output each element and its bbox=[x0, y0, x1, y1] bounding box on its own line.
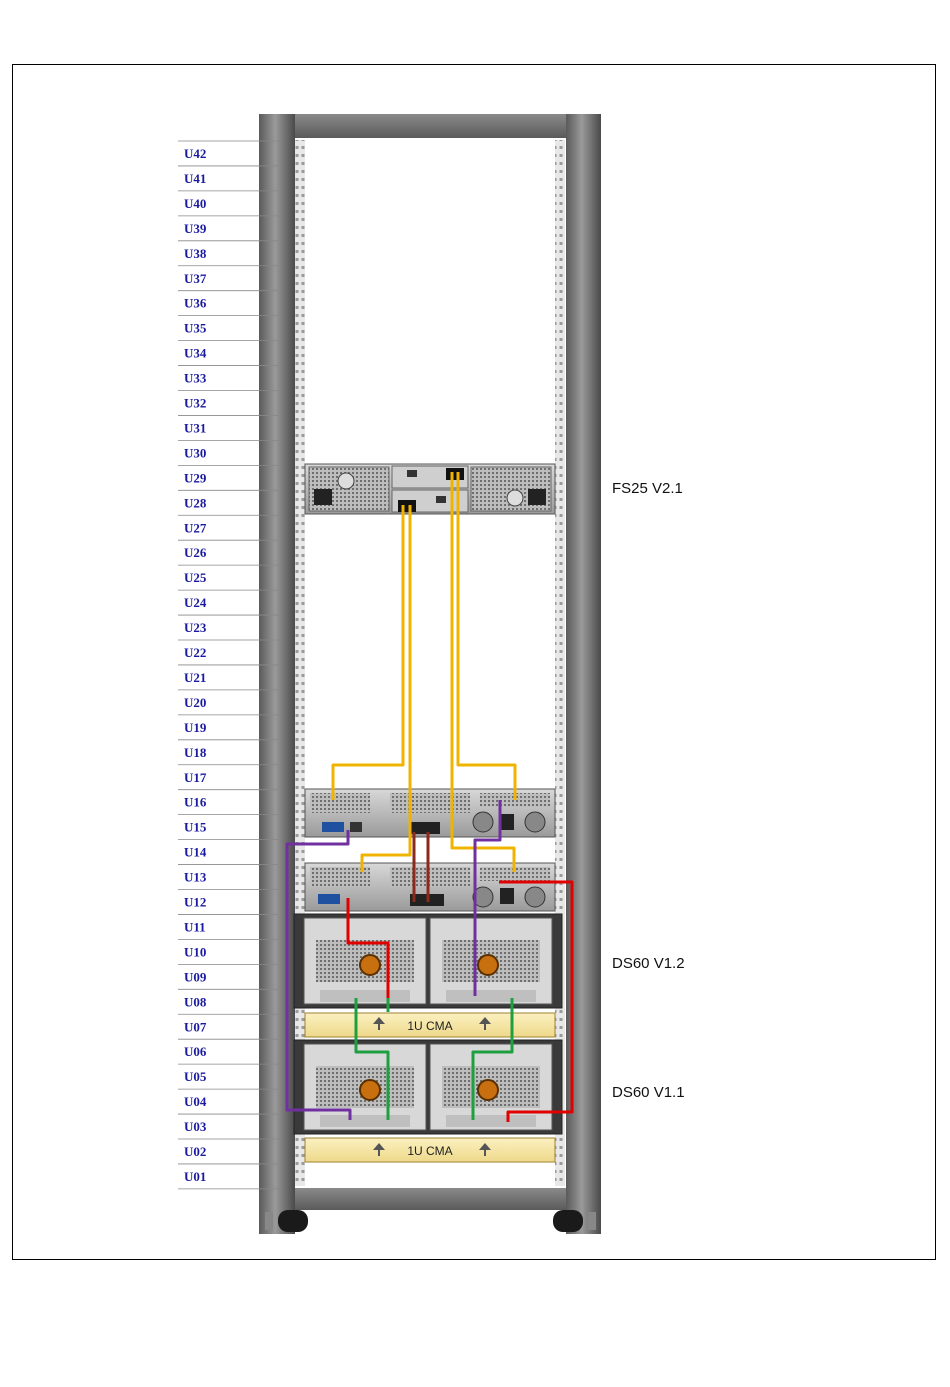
unit-label-u04: U04 bbox=[184, 1094, 207, 1109]
unit-label-u31: U31 bbox=[184, 420, 206, 435]
unit-label-u28: U28 bbox=[184, 495, 207, 510]
unit-label-u02: U02 bbox=[184, 1144, 206, 1159]
unit-label-u29: U29 bbox=[184, 470, 207, 485]
unit-label-u24: U24 bbox=[184, 595, 207, 610]
unit-label-u09: U09 bbox=[184, 969, 207, 984]
unit-label-u41: U41 bbox=[184, 171, 206, 186]
unit-label-u32: U32 bbox=[184, 396, 206, 411]
unit-label-u03: U03 bbox=[184, 1119, 207, 1134]
ds60-top-enclosure bbox=[294, 914, 562, 1008]
cma-upper-label: 1U CMA bbox=[407, 1019, 452, 1033]
unit-label-u19: U19 bbox=[184, 720, 207, 735]
unit-label-u39: U39 bbox=[184, 221, 207, 236]
rail-right bbox=[555, 140, 565, 1186]
cma-lower-label: 1U CMA bbox=[407, 1144, 452, 1158]
unit-label-u25: U25 bbox=[184, 570, 207, 585]
ds60-top-label: DS60 V1.2 bbox=[612, 955, 685, 972]
unit-label-u20: U20 bbox=[184, 695, 206, 710]
unit-label-u13: U13 bbox=[184, 870, 207, 885]
unit-label-u10: U10 bbox=[184, 944, 206, 959]
unit-label-u07: U07 bbox=[184, 1019, 207, 1034]
rail-left bbox=[295, 140, 305, 1186]
ds60-bottom-enclosure bbox=[294, 1040, 562, 1134]
unit-label-u05: U05 bbox=[184, 1069, 207, 1084]
server-upper bbox=[305, 789, 555, 837]
unit-label-u18: U18 bbox=[184, 745, 207, 760]
rack-foot-right bbox=[588, 1212, 596, 1230]
unit-label-u36: U36 bbox=[184, 296, 207, 311]
rack-foot-left bbox=[265, 1212, 273, 1230]
unit-label-u33: U33 bbox=[184, 371, 207, 386]
unit-label-u26: U26 bbox=[184, 545, 207, 560]
unit-label-u30: U30 bbox=[184, 445, 206, 460]
unit-label-u23: U23 bbox=[184, 620, 207, 635]
unit-label-u08: U08 bbox=[184, 994, 207, 1009]
unit-label-u01: U01 bbox=[184, 1169, 206, 1184]
unit-label-u22: U22 bbox=[184, 645, 206, 660]
unit-label-u15: U15 bbox=[184, 820, 207, 835]
fs25-enclosure bbox=[305, 464, 555, 514]
server-lower bbox=[305, 863, 555, 911]
unit-label-u34: U34 bbox=[184, 346, 207, 361]
unit-label-u37: U37 bbox=[184, 271, 207, 286]
unit-label-u27: U27 bbox=[184, 520, 207, 535]
rack-bottom bbox=[259, 1188, 601, 1210]
unit-label-u35: U35 bbox=[184, 321, 207, 336]
unit-label-u40: U40 bbox=[184, 196, 206, 211]
unit-label-u06: U06 bbox=[184, 1044, 207, 1059]
caster-right bbox=[553, 1210, 583, 1232]
fs25-label: FS25 V2.1 bbox=[612, 480, 683, 497]
rack-post-left bbox=[259, 114, 295, 1234]
unit-label-u17: U17 bbox=[184, 770, 207, 785]
unit-label-u21: U21 bbox=[184, 670, 206, 685]
unit-label-u12: U12 bbox=[184, 895, 206, 910]
caster-left bbox=[278, 1210, 308, 1232]
rack-top bbox=[259, 114, 601, 138]
unit-label-u16: U16 bbox=[184, 795, 207, 810]
unit-label-u11: U11 bbox=[184, 919, 206, 934]
ds60-bottom-label: DS60 V1.1 bbox=[612, 1084, 685, 1101]
unit-label-u38: U38 bbox=[184, 246, 207, 261]
unit-label-u42: U42 bbox=[184, 146, 206, 161]
unit-label-u14: U14 bbox=[184, 845, 207, 860]
